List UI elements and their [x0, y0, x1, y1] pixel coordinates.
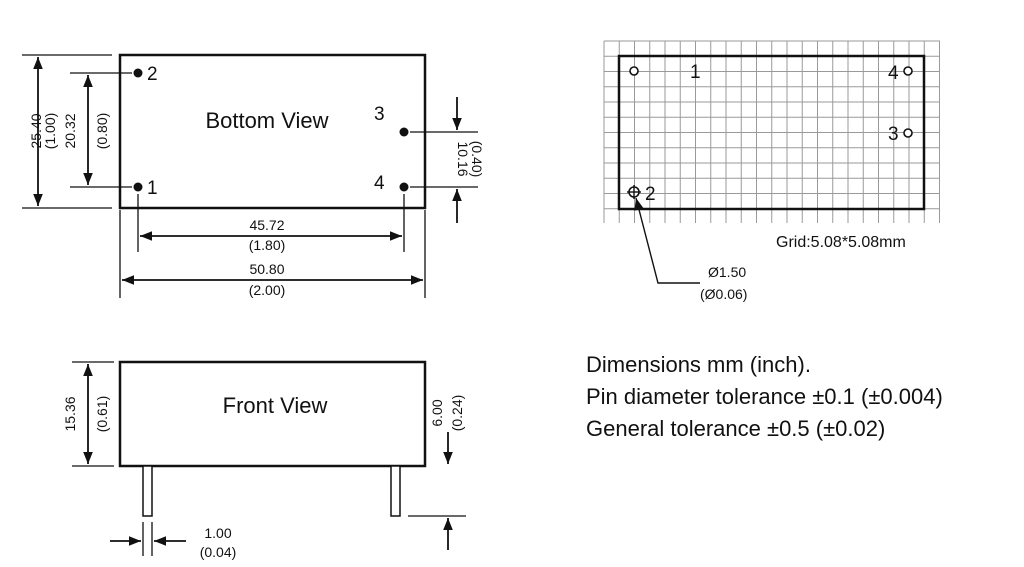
- dim-pin-length-mm: 6.00: [429, 399, 445, 426]
- pin-1-dot: [133, 182, 143, 192]
- grid-pin-4-hole: [903, 66, 913, 76]
- note-general-tolerance: General tolerance ±0.5 (±0.02): [586, 416, 886, 441]
- hole-diameter-in: (Ø0.06): [700, 286, 747, 302]
- bottom-view-title: Bottom View: [205, 108, 328, 133]
- dim-length-in: (2.00): [249, 282, 286, 298]
- front-view-title: Front View: [223, 393, 328, 418]
- dim-pin-width-in: (0.04): [200, 544, 237, 560]
- dim-pin-span-v-in: (0.80): [94, 113, 110, 150]
- dim-pin-span-v-mm: 20.32: [62, 113, 78, 148]
- hole-diameter-mm: Ø1.50: [708, 264, 746, 280]
- grid-pin-3-label: 3: [888, 124, 899, 145]
- front-view-outline: [118, 360, 427, 468]
- pin-4-label: 4: [374, 173, 385, 194]
- grid-pin-2-label: 2: [645, 184, 656, 205]
- front-pin-left: [142, 465, 153, 517]
- note-pin-tolerance: Pin diameter tolerance ±0.1 (±0.004): [586, 384, 943, 409]
- front-extension-lines: [72, 361, 466, 556]
- grid-view-outline: [617, 54, 926, 211]
- grid-view: 1 4 3 2 Grid:5.08*5.08mm Ø1.50 (Ø0.06): [603, 40, 940, 302]
- front-pin-right: [390, 465, 401, 517]
- dim-body-height-in: (0.61): [94, 396, 110, 433]
- grid-scale-label: Grid:5.08*5.08mm: [776, 234, 906, 251]
- pin-2-dot: [133, 68, 143, 78]
- dim-pin-span-h-in: (1.80): [249, 237, 286, 253]
- dim-pin-width-mm: 1.00: [204, 525, 231, 541]
- grid-pin-4-label: 4: [888, 63, 899, 84]
- pin-3-dot: [399, 127, 409, 137]
- pin-1-label: 1: [147, 178, 158, 199]
- grid-pin-1-label: 1: [690, 62, 701, 83]
- dim-height-in: (1.00): [42, 113, 58, 150]
- front-view: Front View 15.36 (0.61) 6.00 (0.24) 1.00…: [62, 360, 466, 560]
- pin-4-dot: [399, 182, 409, 192]
- bottom-extension-lines: [22, 54, 478, 298]
- tolerance-notes: Dimensions mm (inch). Pin diameter toler…: [586, 349, 1016, 445]
- bottom-view: Bottom View 2 1 3 4 25.40 (1.00) 20.32: [22, 53, 485, 298]
- pin-2-label: 2: [147, 64, 158, 85]
- dim-body-height-mm: 15.36: [62, 396, 78, 431]
- dim-pin-offset-in: (0.40): [469, 141, 485, 178]
- grid-pin-3-hole: [903, 128, 913, 138]
- dim-length-mm: 50.80: [249, 261, 284, 277]
- dim-pin-length-in: (0.24): [449, 395, 465, 432]
- pin-3-label: 3: [374, 104, 385, 125]
- grid-pin-1-hole: [629, 66, 639, 76]
- hole-leader-line: [634, 197, 700, 284]
- dim-pin-span-h-mm: 45.72: [249, 217, 284, 233]
- dim-pin-offset-mm: 10.16: [455, 141, 471, 176]
- note-dimensions-unit: Dimensions mm (inch).: [586, 352, 811, 377]
- dim-height-mm: 25.40: [28, 113, 44, 148]
